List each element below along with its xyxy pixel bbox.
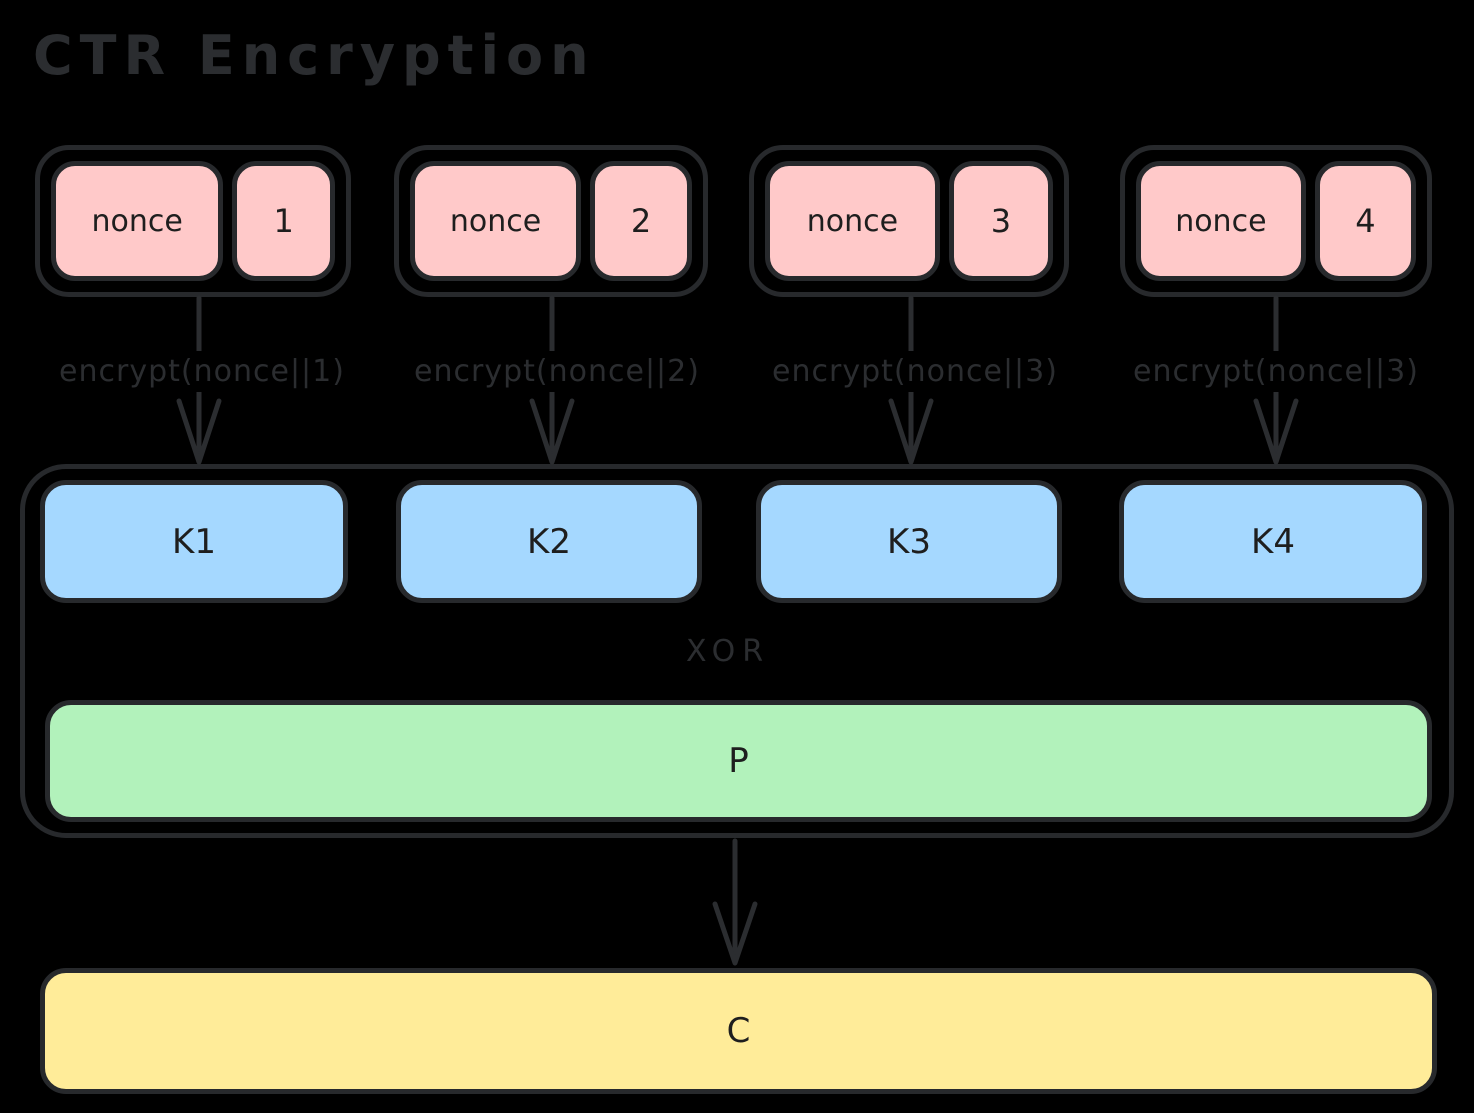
keystream-block-4: K4	[1119, 480, 1427, 603]
keystream-label: K4	[1251, 521, 1295, 562]
counter-block-1: 1	[232, 161, 335, 281]
nonce-label: nonce	[1175, 203, 1267, 239]
counter-block-4: 4	[1314, 161, 1416, 281]
nonce-block-2: nonce	[410, 161, 581, 281]
keystream-label: K1	[172, 521, 216, 562]
nonce-label: nonce	[806, 203, 899, 239]
nonce-counter-group-2: nonce 2	[394, 145, 708, 297]
nonce-counter-group-3: nonce 3	[749, 145, 1069, 297]
ciphertext-bar: C	[40, 968, 1437, 1094]
nonce-label: nonce	[449, 203, 542, 239]
counter-block-2: 2	[590, 161, 692, 281]
counter-value: 1	[273, 202, 294, 240]
down-arrow-icon	[707, 838, 763, 968]
counter-block-3: 3	[948, 161, 1053, 281]
keystream-block-1: K1	[40, 480, 348, 603]
diagram-title: CTR Encryption	[33, 24, 596, 87]
plaintext-bar: P	[45, 700, 1432, 822]
keystream-block-3: K3	[756, 480, 1062, 603]
plaintext-label: P	[728, 741, 749, 781]
nonce-counter-group-4: nonce 4	[1120, 145, 1432, 297]
keystream-block-2: K2	[396, 480, 702, 603]
keystream-label: K2	[527, 521, 571, 562]
counter-value: 4	[1355, 202, 1376, 240]
nonce-block-3: nonce	[765, 161, 940, 281]
encrypt-arrow-label-3: encrypt(nonce||3)	[766, 351, 1064, 392]
ciphertext-label: C	[726, 1011, 751, 1051]
encrypt-arrow-label-1: encrypt(nonce||1)	[53, 351, 351, 392]
nonce-counter-group-1: nonce 1	[35, 145, 351, 297]
counter-value: 3	[990, 202, 1012, 240]
nonce-label: nonce	[91, 203, 183, 239]
xor-container	[20, 464, 1454, 838]
nonce-block-4: nonce	[1136, 161, 1306, 281]
nonce-block-1: nonce	[51, 161, 224, 281]
xor-operation-label: XOR	[685, 634, 771, 669]
counter-value: 2	[630, 202, 652, 240]
encrypt-arrow-label-4: encrypt(nonce||3)	[1127, 351, 1425, 392]
keystream-label: K3	[887, 521, 931, 562]
encrypt-arrow-label-2: encrypt(nonce||2)	[408, 351, 706, 392]
